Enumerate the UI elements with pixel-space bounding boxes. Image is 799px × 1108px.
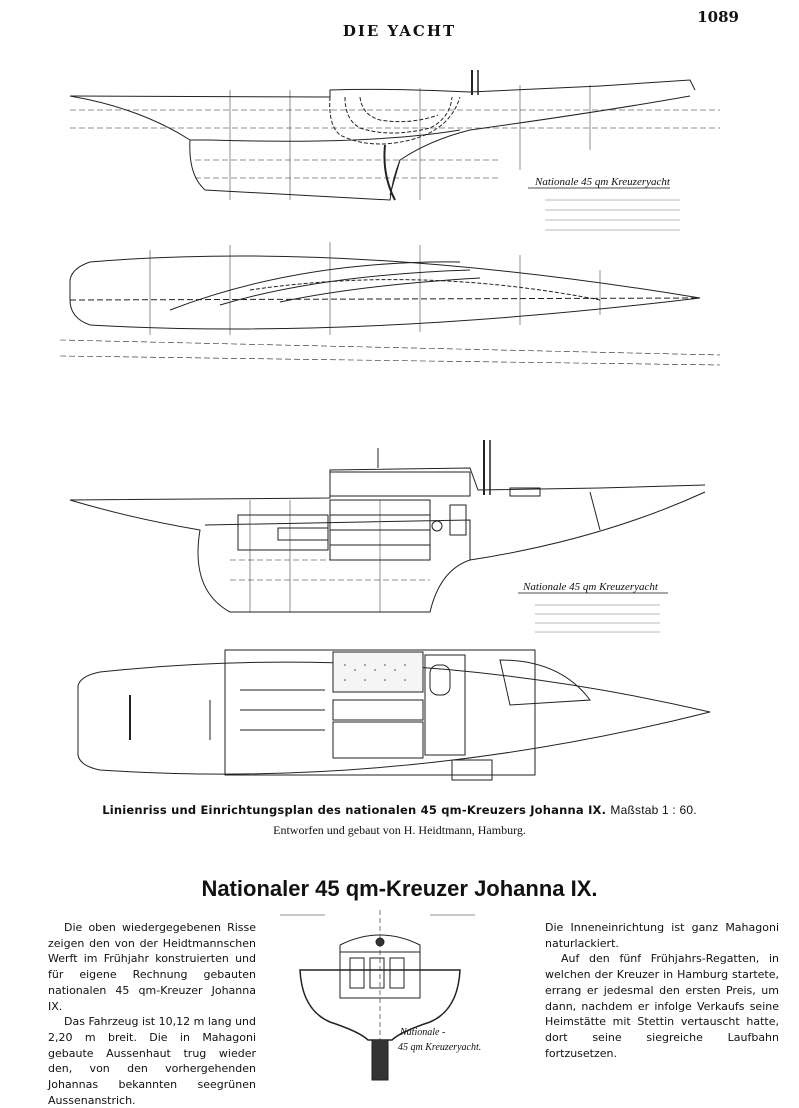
- dimension-rows: [535, 199, 680, 633]
- paragraph: Auf den fünf Frühjahrs-Regatten, in welc…: [545, 952, 779, 1060]
- interior-profile-view: [69, 440, 706, 613]
- article-left-column: Die oben wiedergegebenen Risse zeigen de…: [48, 920, 256, 1108]
- figure-caption-line1: Linienriss und Einrichtungsplan des nati…: [0, 803, 799, 817]
- running-title: DIE YACHT: [342, 22, 457, 40]
- section-title-line1: Nationale -: [399, 1027, 445, 1038]
- yacht-plans-drawing: Nationale 45 qm Kreuzeryacht Nationale 4…: [59, 70, 721, 781]
- section-title-line2: 45 qm Kreuzeryacht.: [398, 1042, 481, 1053]
- deck-hatching: [344, 664, 406, 681]
- midship-section-drawing: Nationale - 45 qm Kreuzeryacht.: [280, 910, 481, 1081]
- article-title: Nationaler 45 qm-Kreuzer Johanna IX.: [201, 876, 598, 901]
- paragraph: Die Inneneinrichtung ist ganz Mahagoni n…: [545, 921, 779, 950]
- accommodation-plan-view: [77, 649, 711, 781]
- lines-profile-view: [69, 70, 720, 201]
- lines-plan-title: Nationale 45 qm Kreuzeryacht: [534, 176, 671, 188]
- interior-plan-title: Nationale 45 qm Kreuzeryacht: [522, 581, 659, 593]
- article-right-column: Die Inneneinrichtung ist ganz Mahagoni n…: [545, 920, 779, 1061]
- page-number: 1089: [697, 8, 739, 26]
- figure-caption-line2: Entworfen und gebaut von H. Heidtmann, H…: [273, 823, 526, 837]
- paragraph: Das Fahrzeug ist 10,12 m lang und 2,20 m…: [48, 1015, 256, 1107]
- lines-halfbreadth-view: [59, 242, 721, 366]
- figure-caption-title: Linienriss und Einrichtungsplan des nati…: [102, 803, 607, 817]
- figure-caption-scale: Maßstab 1 : 60.: [610, 803, 697, 817]
- paragraph: Die oben wiedergegebenen Risse zeigen de…: [48, 921, 256, 1013]
